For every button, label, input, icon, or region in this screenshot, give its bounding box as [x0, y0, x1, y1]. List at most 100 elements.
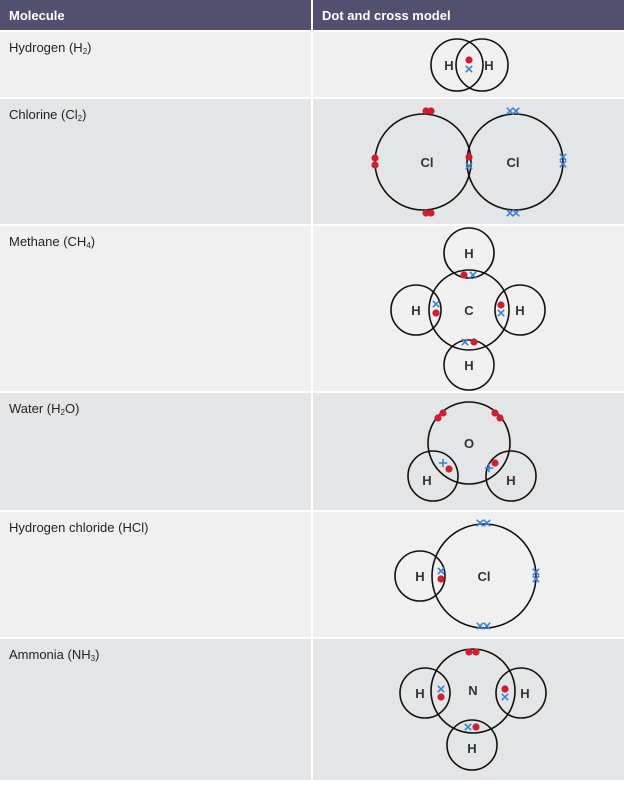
electron-cross: [464, 723, 472, 731]
electron-cross: [432, 300, 440, 308]
electron-cross: [469, 271, 477, 279]
model-cell: [313, 226, 624, 391]
electron-cross: [461, 338, 469, 346]
electron-dot: [422, 107, 430, 115]
atom-symbol: N: [468, 683, 477, 698]
electron-cross: [506, 209, 514, 217]
atom-shell: [427, 401, 511, 485]
electron-dot: [371, 161, 379, 169]
atom-symbol: Cl: [421, 155, 434, 170]
electron-cross: [532, 575, 540, 583]
model-cell: [313, 393, 624, 510]
electron-dot: [465, 56, 473, 64]
electron-cross: [437, 685, 445, 693]
atom-symbol: H: [520, 686, 529, 701]
model-cell: [313, 99, 624, 224]
table-row: Ammonia (NH3): [0, 639, 624, 780]
atom-shell: [495, 667, 547, 719]
header-model: Dot and cross model: [313, 0, 624, 30]
electron-cross: [559, 153, 567, 161]
atom-symbol: H: [464, 358, 473, 373]
electron-dot: [472, 648, 480, 656]
electron-dot: [460, 271, 468, 279]
electron-dot: [491, 409, 499, 417]
table-header: Molecule Dot and cross model: [0, 0, 624, 30]
atom-shell: [428, 269, 510, 351]
electron-dot: [437, 693, 445, 701]
electron-dot: [427, 209, 435, 217]
electron-dot: [465, 648, 473, 656]
atom-shell: [485, 450, 537, 502]
atom-shell: [446, 719, 498, 771]
electron-cross: [512, 209, 520, 217]
model-cell: [313, 639, 624, 780]
electron-cross: [476, 622, 484, 630]
electron-dot: [437, 575, 445, 583]
electron-dot: [432, 309, 440, 317]
electron-cross: [476, 519, 484, 527]
electron-cross: [483, 519, 491, 527]
electron-cross: [465, 65, 473, 73]
atom-symbol: H: [415, 686, 424, 701]
electron-cross: [465, 162, 473, 170]
electron-dot: [472, 723, 480, 731]
atom-symbol: H: [506, 473, 515, 488]
molecule-name: Chlorine (Cl2): [0, 99, 311, 224]
electron-cross: [501, 693, 509, 701]
electron-dot: [422, 209, 430, 217]
electron-cross: [512, 107, 520, 115]
atom-symbol: H: [444, 58, 453, 73]
atom-shell: [399, 667, 451, 719]
electron-dot: [427, 107, 435, 115]
electron-dot: [491, 459, 499, 467]
atom-shell: [430, 648, 516, 734]
electron-dot: [465, 153, 473, 161]
molecule-name: Water (H2O): [0, 393, 311, 510]
atom-symbol: H: [415, 569, 424, 584]
atom-shell: [443, 227, 495, 279]
atom-shell: [430, 38, 484, 92]
electron-cross: [497, 309, 505, 317]
atom-shell: [443, 339, 495, 391]
table-row: Water (H2O): [0, 393, 624, 510]
molecule-name: Ammonia (NH3): [0, 639, 311, 780]
molecule-name: Methane (CH4): [0, 226, 311, 391]
atom-shell: [494, 284, 546, 336]
electron-cross: [437, 567, 445, 575]
electron-plus: [484, 463, 494, 473]
atom-symbol: H: [464, 246, 473, 261]
table-row: Chlorine (Cl2): [0, 99, 624, 224]
electron-dot: [371, 154, 379, 162]
electron-dot: [470, 338, 478, 346]
atom-symbol: H: [411, 303, 420, 318]
atom-shell: [390, 284, 442, 336]
atom-shell: [394, 550, 446, 602]
atom-shell: [466, 113, 564, 211]
electron-cross: [506, 107, 514, 115]
header-molecule: Molecule: [0, 0, 311, 30]
electron-cross: [532, 568, 540, 576]
atom-symbol: C: [464, 303, 474, 318]
atom-symbol: H: [467, 741, 476, 756]
electron-dot: [496, 414, 504, 422]
atom-symbol: H: [422, 473, 431, 488]
electron-dot: [439, 409, 447, 417]
electron-cross: [483, 622, 491, 630]
atom-symbol: H: [484, 58, 493, 73]
atom-symbol: H: [515, 303, 524, 318]
electron-dot: [445, 465, 453, 473]
electron-dot: [434, 414, 442, 422]
electron-plus: [438, 458, 448, 468]
atom-symbol: Cl: [507, 155, 520, 170]
electron-dot: [501, 685, 509, 693]
atom-symbol: Cl: [478, 569, 491, 584]
molecule-name: Hydrogen chloride (HCl): [0, 512, 311, 637]
model-cell: [313, 512, 624, 637]
electron-cross: [559, 160, 567, 168]
atom-shell: [455, 38, 509, 92]
electron-dot: [497, 301, 505, 309]
table-row: Methane (CH4): [0, 226, 624, 391]
molecule-name: Hydrogen (H2): [0, 32, 311, 97]
table-row: Hydrogen (H2): [0, 32, 624, 97]
